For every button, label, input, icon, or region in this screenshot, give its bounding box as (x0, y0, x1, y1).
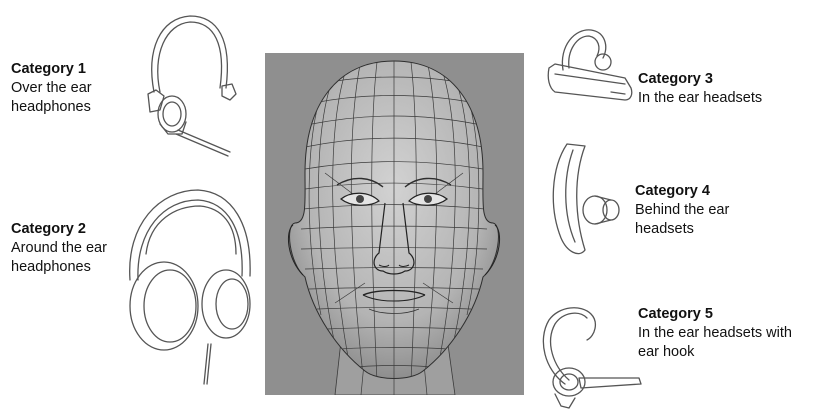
head-wireframe-model (265, 53, 524, 395)
category-5-title: Category 5 (638, 305, 792, 324)
category-2-label: Category 2 Around the ear headphones (11, 220, 107, 277)
category-1-title: Category 1 (11, 60, 92, 79)
behind-ear-headset-icon (545, 138, 630, 263)
ear-hook-headset-icon (535, 300, 645, 412)
category-2-title: Category 2 (11, 220, 107, 239)
category-4-label: Category 4 Behind the ear headsets (635, 182, 729, 239)
in-ear-headset-icon (545, 22, 635, 107)
category-3-label: Category 3 In the ear headsets (638, 70, 762, 108)
category-1-description: Over the ear headphones (11, 79, 92, 117)
category-5-label: Category 5 In the ear headsets with ear … (638, 305, 792, 362)
category-4-description: Behind the ear headsets (635, 201, 729, 239)
category-5-description: In the ear headsets with ear hook (638, 324, 792, 362)
over-ear-headphones-icon (138, 10, 238, 160)
category-1-label: Category 1 Over the ear headphones (11, 60, 92, 117)
category-4-title: Category 4 (635, 182, 729, 201)
head-wireframe-svg (265, 53, 524, 395)
around-ear-headphones-icon (120, 184, 260, 394)
category-3-title: Category 3 (638, 70, 762, 89)
category-3-description: In the ear headsets (638, 89, 762, 108)
category-2-description: Around the ear headphones (11, 239, 107, 277)
